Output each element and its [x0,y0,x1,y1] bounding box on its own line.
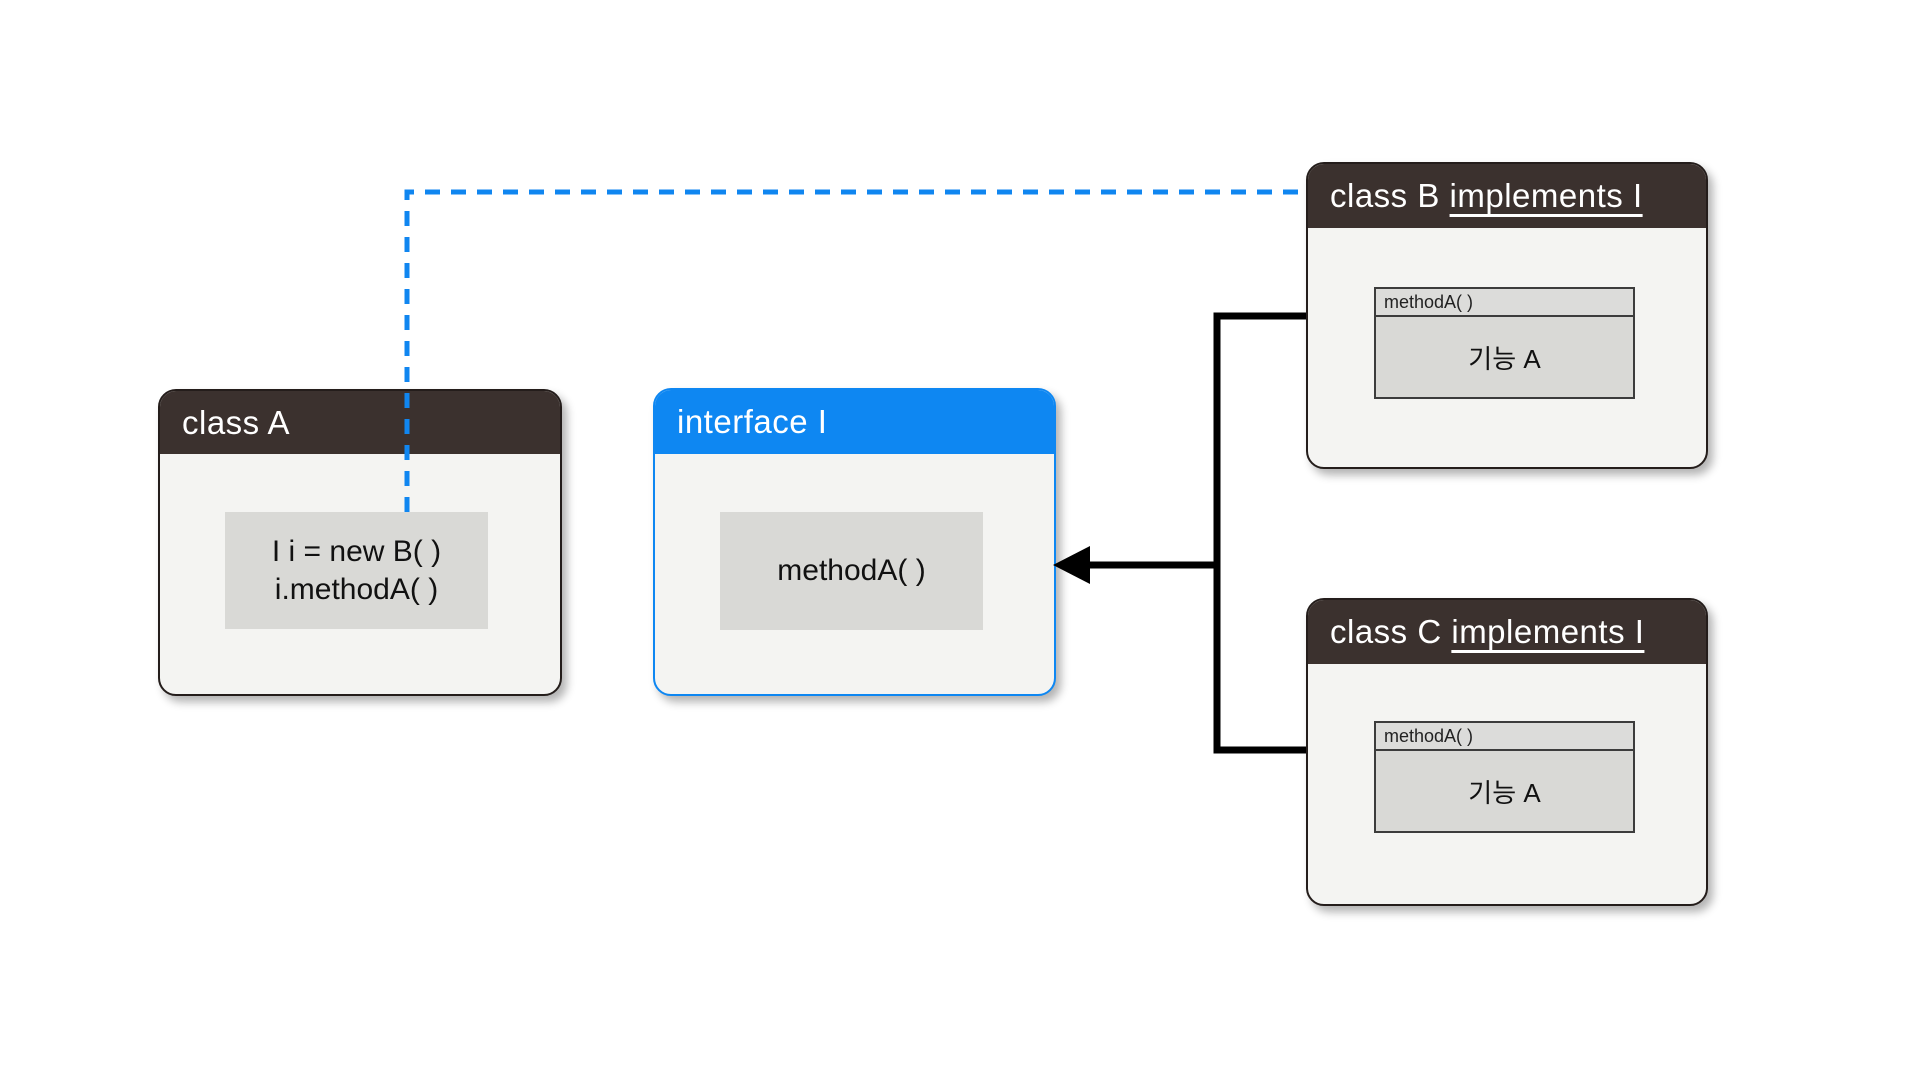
class-b-method-impl: 기능 A [1468,343,1541,374]
class-a-node: class A I i = new B( ) i.methodA( ) [158,389,562,696]
class-b-method-compartment: methodA( ) 기능 A [1374,287,1635,399]
class-a-title: class A [182,403,291,441]
class-b-implements-label: implements I [1449,177,1643,214]
class-c-title: class C [1330,613,1452,650]
class-a-code-line-1: I i = new B( ) [271,534,442,568]
class-c-method-impl: 기능 A [1468,777,1541,808]
realization-arrowhead-icon [1053,546,1090,584]
class-a-code-box: I i = new B( ) i.methodA( ) [225,512,488,629]
class-c-method-label: methodA( ) [1376,723,1633,751]
interface-i-header: interface I [655,390,1054,454]
class-c-node: class C implements I methodA( ) 기능 A [1306,598,1708,906]
interface-i-method-box: methodA( ) [720,512,983,630]
class-c-method-compartment: methodA( ) 기능 A [1374,721,1635,833]
class-c-header: class C implements I [1308,600,1706,664]
class-a-code-line-2: i.methodA( ) [274,572,439,606]
class-b-node: class B implements I methodA( ) 기능 A [1306,162,1708,469]
class-c-implements-label: implements I [1451,613,1645,650]
realization-connector-line [1213,312,1306,754]
class-b-method-label: methodA( ) [1376,289,1633,317]
interface-i-method: methodA( ) [777,554,926,587]
class-a-header: class A [160,391,560,454]
class-b-title: class B [1330,177,1450,214]
interface-i-node: interface I methodA( ) [653,388,1056,696]
interface-i-title: interface I [677,403,828,440]
class-b-header: class B implements I [1308,164,1706,228]
